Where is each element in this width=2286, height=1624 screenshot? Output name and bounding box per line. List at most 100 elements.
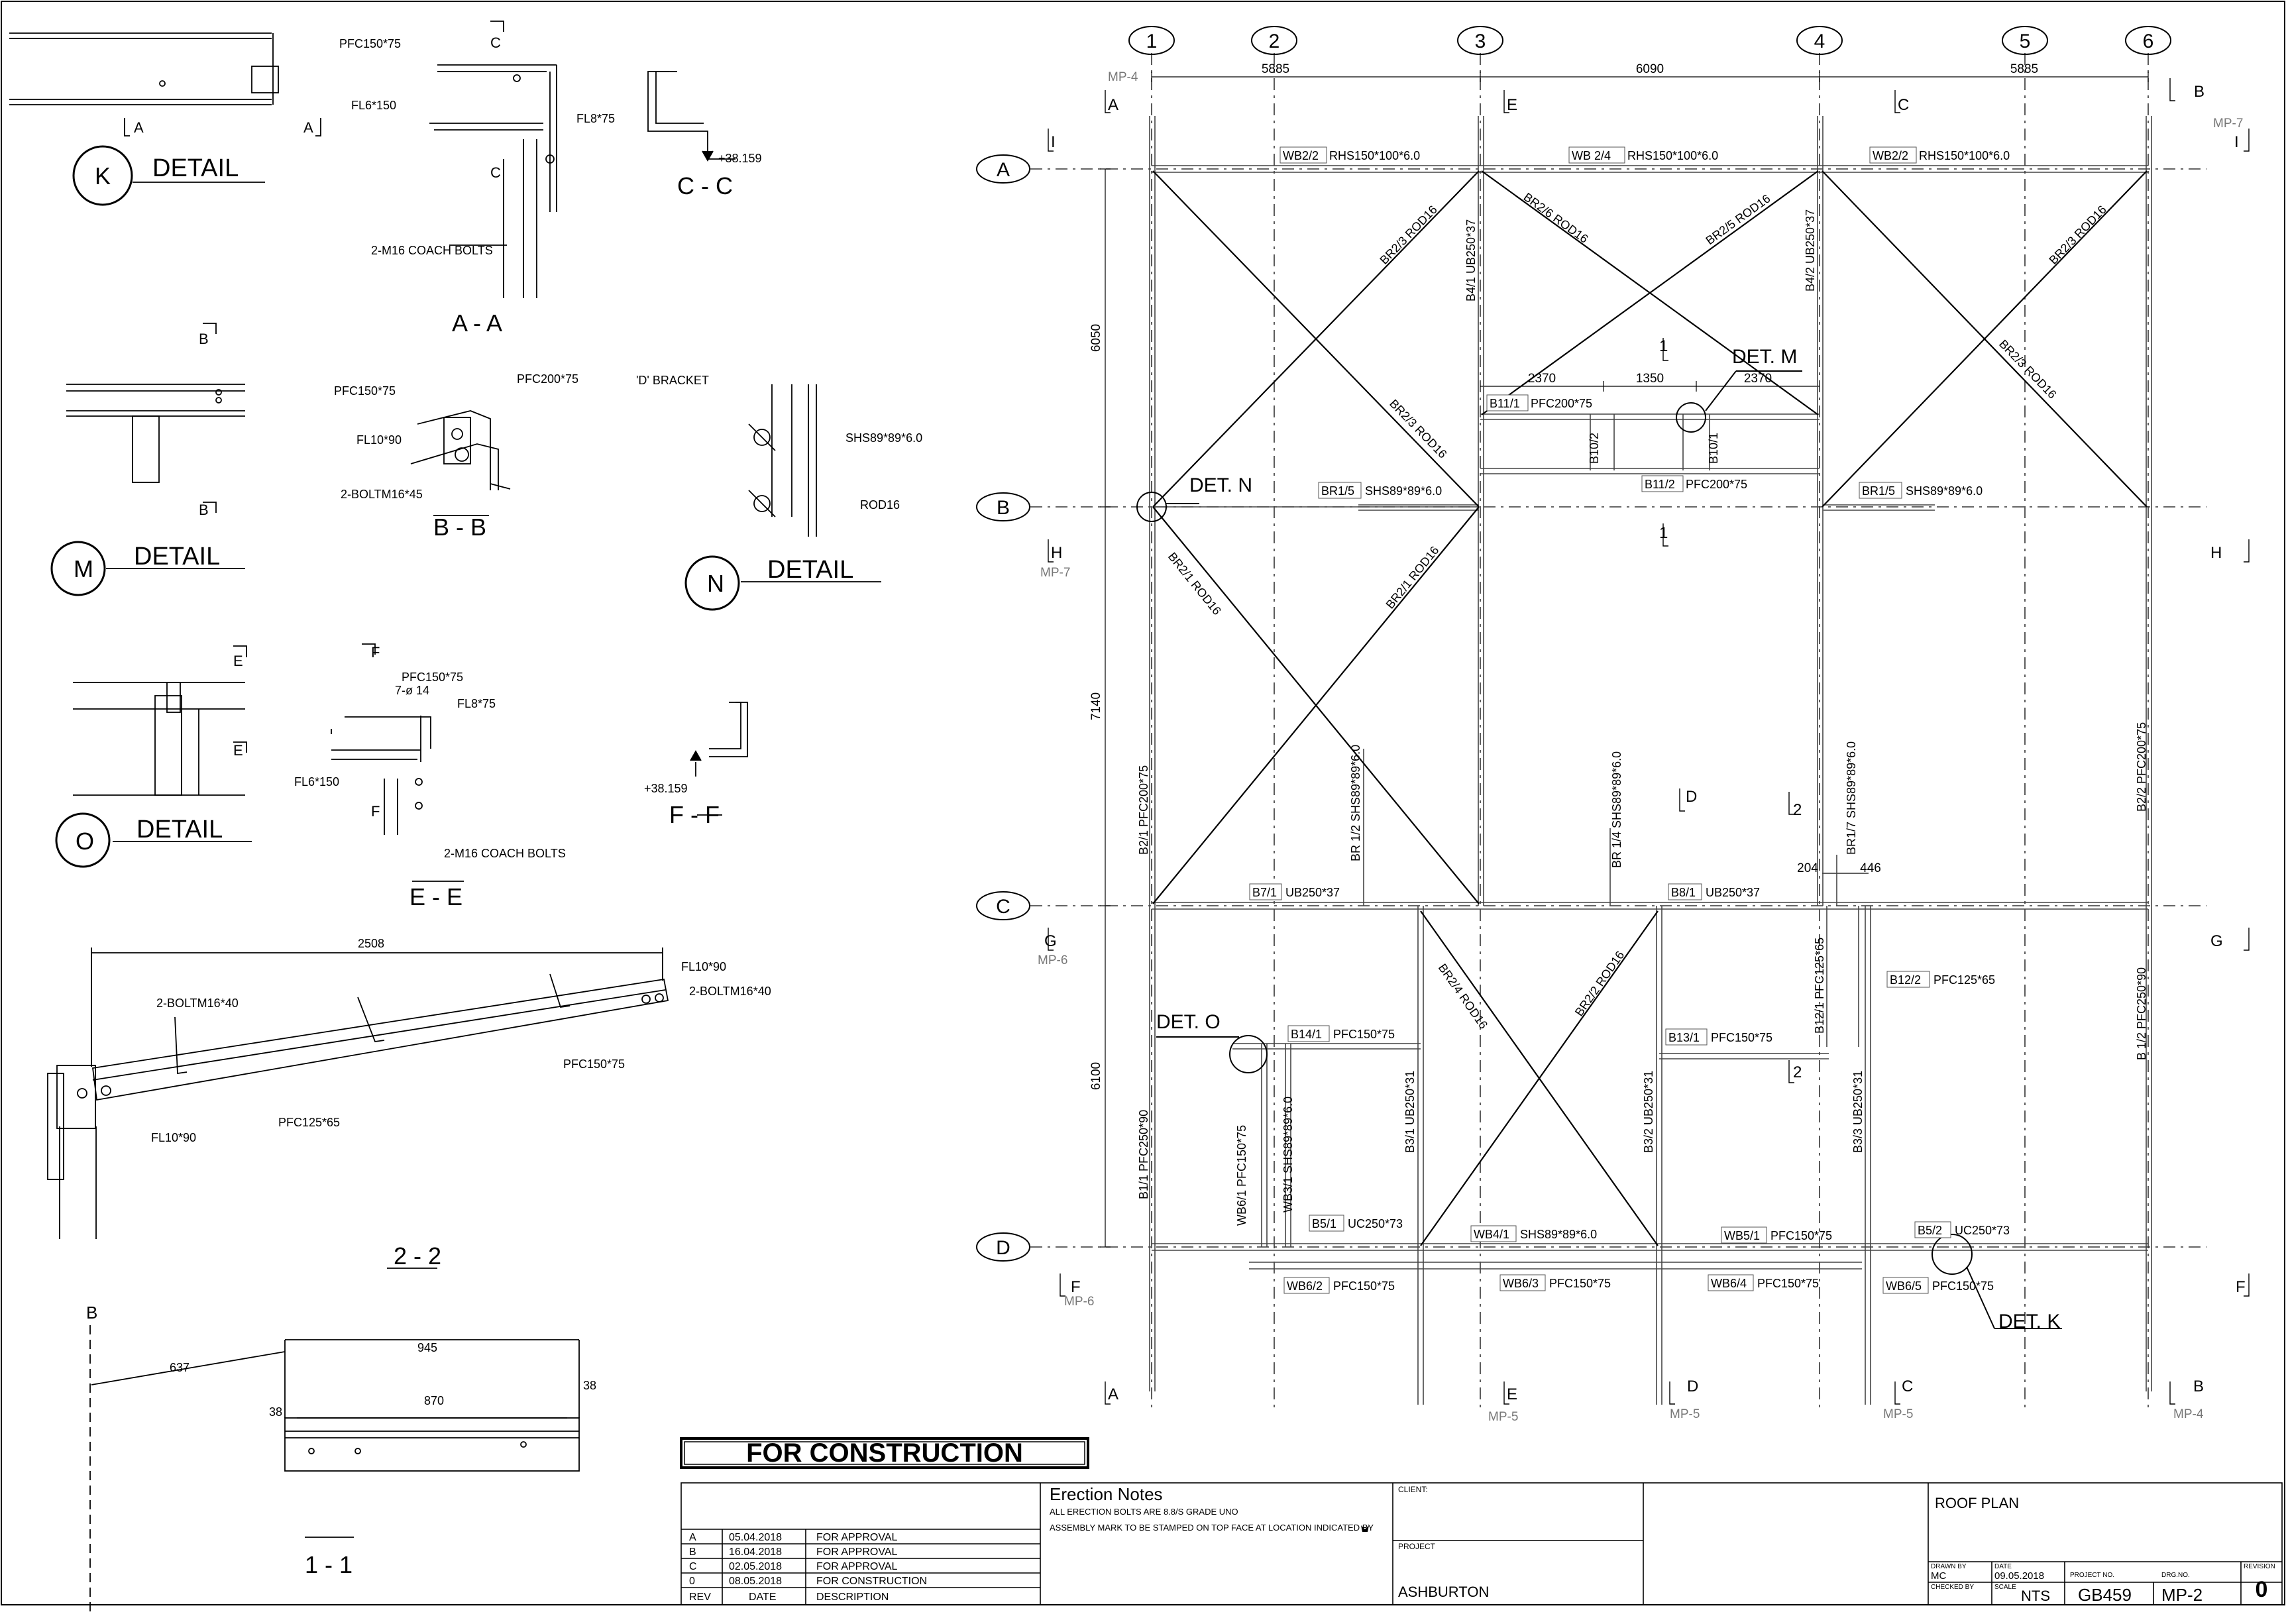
aa-sec-c1: C — [490, 34, 501, 51]
sec-i-right: I — [2234, 133, 2239, 151]
ref-mp7-top: MP-7 — [2213, 117, 2243, 131]
sec-c-top: C — [1898, 96, 1909, 114]
columns — [1149, 116, 2152, 1405]
rev-header-date: DATE — [749, 1592, 776, 1603]
dim-446: 446 — [1860, 861, 1881, 875]
revision-label: REVISION — [2244, 1563, 2275, 1570]
spec-wb6-5: PFC150*75 — [1932, 1279, 1994, 1293]
mark-br2-3-c: BR2/3 ROD16 — [1996, 337, 2059, 402]
detail-o-title: DETAIL — [136, 816, 223, 843]
dim-204: 204 — [1797, 861, 1818, 875]
ref-mp7-left: MP-7 — [1040, 566, 1070, 580]
rev-header-description: DESCRIPTION — [816, 1592, 889, 1603]
dim-col-3-4: 6090 — [1636, 62, 1664, 76]
ee-fl6-label: FL6*150 — [294, 775, 339, 788]
ee-sec-f2: F — [371, 803, 380, 820]
grid-row-b: B — [997, 497, 1010, 519]
grid-col-3: 3 — [1475, 30, 1486, 52]
rev-row-4-date: 08.05.2018 — [729, 1576, 782, 1587]
sec-h-left: H — [1051, 544, 1062, 562]
grid-row-d: D — [996, 1237, 1010, 1259]
mark-br2-2: BR2/2 ROD16 — [1572, 949, 1627, 1019]
dim-row-c-d: 6100 — [1089, 1062, 1103, 1090]
detail-circles — [1136, 370, 2062, 1329]
rev-row-3-date: 02.05.2018 — [729, 1561, 782, 1572]
ee-fl8-label: FL8*75 — [457, 697, 496, 710]
spec-wb2-2-right: RHS150*100*6.0 — [1919, 149, 2010, 162]
dim-1350: 1350 — [1636, 372, 1664, 386]
spec-wb2-2-left: RHS150*100*6.0 — [1329, 149, 1420, 162]
cc-level: +38.159 — [718, 152, 762, 165]
mark-wb4-1: WB4/1 — [1474, 1228, 1509, 1241]
erection-note-1: ALL ERECTION BOLTS ARE 8.8/S GRADE UNO — [1050, 1507, 1238, 1517]
rev-row-2-rev: B — [689, 1546, 696, 1558]
sec-d-mid: D — [1686, 788, 1697, 806]
mark-br1-5-right: BR1/5 — [1862, 484, 1895, 498]
detail-m-title: DETAIL — [134, 543, 220, 570]
mark-wb2-2-left: WB2/2 — [1283, 149, 1319, 162]
rev-row-3-rev: C — [689, 1561, 697, 1572]
spec-wb6-3: PFC150*75 — [1549, 1277, 1611, 1290]
sec-2-lower: 2 — [1793, 1063, 1802, 1081]
ref-mp5-d: MP-5 — [1670, 1407, 1700, 1421]
dim-2370-right: 2370 — [1744, 372, 1772, 386]
spec-br1-5-right: SHS89*89*6.0 — [1906, 484, 1983, 498]
mark-wb6-5: WB6/5 — [1886, 1279, 1922, 1293]
beams — [1152, 165, 2148, 1270]
s22-bolt-right: 2-BOLTM16*40 — [689, 985, 771, 998]
s11-dim-870: 870 — [424, 1394, 444, 1407]
rev-row-4-rev: 0 — [689, 1576, 695, 1587]
sec-a-bot: A — [1108, 1385, 1118, 1403]
n-shs-label: SHS89*89*6.0 — [845, 431, 922, 445]
det-k-label: DET. K — [1998, 1311, 2060, 1332]
project-name: ASHBURTON — [1398, 1584, 1489, 1600]
dim-col-1-3: 5885 — [1262, 62, 1289, 76]
s11-dim-637: 637 — [170, 1361, 190, 1374]
ref-mp4-top: MP-4 — [1108, 70, 1138, 84]
date-value: 09.05.2018 — [1994, 1570, 2044, 1582]
drawn-by-value: MC — [1931, 1570, 1946, 1582]
rev-row-4-desc: FOR CONSTRUCTION — [816, 1576, 927, 1587]
mark-b3-2: B3/2 UB250*31 — [1642, 1071, 1655, 1153]
detail-k-sec-a2: A — [303, 119, 313, 136]
project-no-label: PROJECT NO. — [2070, 1572, 2114, 1579]
mark-b5-2: B5/2 — [1918, 1224, 1942, 1237]
spec-b11-1: PFC200*75 — [1531, 397, 1592, 410]
sec-f-left: F — [1071, 1278, 1081, 1296]
drg-no-value: MP-2 — [2161, 1585, 2203, 1605]
mark-br1-5-left: BR1/5 — [1321, 484, 1354, 498]
mark-wb5-1: WB5/1 — [1724, 1229, 1760, 1242]
s22-pfc150-label: PFC150*75 — [563, 1057, 625, 1071]
sec-b-bot: B — [2193, 1378, 2204, 1395]
m-sec-b1: B — [199, 331, 209, 347]
aa-title: A - A — [452, 309, 502, 337]
spec-b5-1: UC250*73 — [1348, 1217, 1403, 1230]
s11-dim-38b: 38 — [583, 1379, 596, 1392]
client-label: CLIENT: — [1398, 1485, 1428, 1494]
mark-b4-2: B4/2 UB250*37 — [1804, 209, 1817, 292]
section-letters: A E C B I I H H G G F F A E D C B D 1 1 … — [1044, 83, 2246, 1403]
erection-notes-title: Erection Notes — [1050, 1484, 1163, 1504]
grid-col-4: 4 — [1814, 30, 1825, 52]
aa-fl8-label: FL8*75 — [576, 112, 615, 125]
mark-br2-3-a: BR2/3 ROD16 — [1377, 203, 1439, 267]
s22-bolt-left: 2-BOLTM16*40 — [156, 997, 239, 1010]
ref-mp5-e: MP-5 — [1488, 1410, 1518, 1424]
checked-by-label: CHECKED BY — [1931, 1584, 1974, 1591]
date-label: DATE — [1994, 1563, 2012, 1570]
dim-col-4-6: 5885 — [2010, 62, 2038, 76]
sec-2-upper: 2 — [1793, 801, 1802, 819]
title-block: FOR CONSTRUCTION A 05.04.2018 FOR APPROV… — [680, 1437, 2283, 1605]
rev-header-rev: REV — [689, 1592, 711, 1603]
grid-col-1: 1 — [1146, 30, 1158, 52]
mark-wb6-4: WB6/4 — [1711, 1277, 1747, 1290]
grid-col-5: 5 — [2020, 30, 2031, 52]
sec-i-left: I — [1051, 133, 1056, 151]
sec-d-bot: D — [1687, 1378, 1698, 1395]
mark-b1-2: B 1/2 PFC250*90 — [2135, 967, 2148, 1060]
s22-pfc125-label: PFC125*65 — [278, 1116, 340, 1129]
mark-b4-1: B4/1 UB250*37 — [1464, 219, 1478, 301]
mark-wb6-1: WB6/1 PFC150*75 — [1235, 1125, 1248, 1226]
bb-pfc150-label: PFC150*75 — [334, 384, 396, 398]
